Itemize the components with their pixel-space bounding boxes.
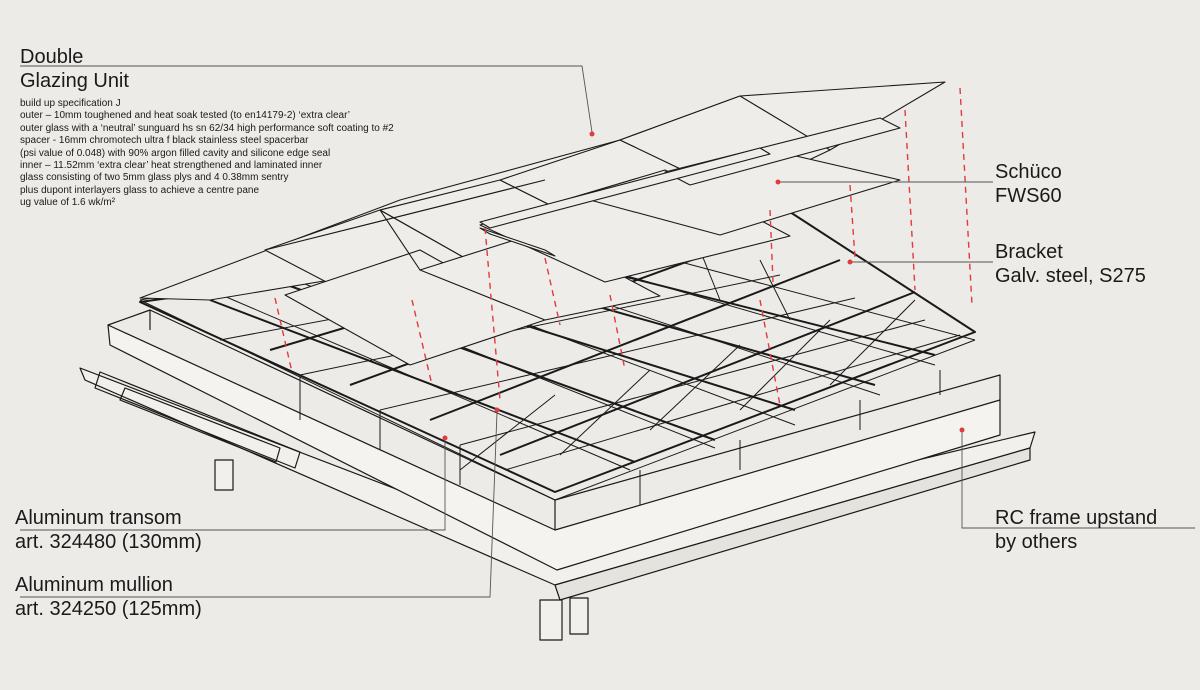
spec-line: ug value of 1.6 wk/m²	[20, 197, 116, 209]
spec-line: outer glass with a ‘neutral’ sunguard hs…	[20, 122, 394, 134]
leader-dots	[442, 131, 965, 441]
transom-line1: Aluminum transom	[15, 507, 182, 529]
projection-lines	[274, 87, 973, 406]
transom-label: Aluminum transom art. 324480 (130mm)	[15, 506, 202, 554]
schuco-line2: FWS60	[995, 185, 1062, 207]
spec-line: spacer - 16mm chromotech ultra f black s…	[20, 135, 309, 147]
spec-line: build up specification J	[20, 98, 121, 109]
schuco-label: Schüco FWS60	[995, 160, 1062, 208]
dgu-title-line1: Double	[20, 46, 84, 68]
mullion-line2: art. 324250 (125mm)	[15, 598, 202, 620]
spec-line: inner – 11.52mm ‘extra clear’ heat stren…	[20, 160, 323, 172]
leader-lines	[20, 65, 1195, 598]
spec-line: glass consisting of two 5mm glass plys a…	[20, 172, 289, 184]
mullion-line1: Aluminum mullion	[15, 574, 173, 596]
dgu-specification: build up specification J outer – 10mm to…	[20, 98, 394, 210]
mullion-label: Aluminum mullion art. 324250 (125mm)	[15, 573, 202, 621]
bracket-label: Bracket Galv. steel, S275	[995, 240, 1146, 288]
spec-line: outer – 10mm toughened and heat soak tes…	[20, 110, 351, 122]
glass-panes	[139, 81, 946, 366]
transom-line2: art. 324480 (130mm)	[15, 531, 202, 553]
bracket-line1: Bracket	[995, 241, 1063, 263]
rc-line1: RC frame upstand	[995, 507, 1158, 529]
bracket-line2: Galv. steel, S275	[995, 265, 1146, 287]
dgu-title: Double Glazing Unit	[20, 45, 129, 93]
schuco-line1: Schüco	[995, 161, 1062, 183]
foundation-slab	[79, 367, 1036, 641]
rc-frame-label: RC frame upstand by others	[995, 506, 1157, 554]
spec-line: plus dupont interlayers glass to achieve…	[20, 184, 260, 196]
rc-line2: by others	[995, 531, 1078, 553]
spec-line: (psi value of 0.048) with 90% argon fill…	[20, 147, 331, 159]
dgu-title-line2: Glazing Unit	[20, 70, 129, 92]
